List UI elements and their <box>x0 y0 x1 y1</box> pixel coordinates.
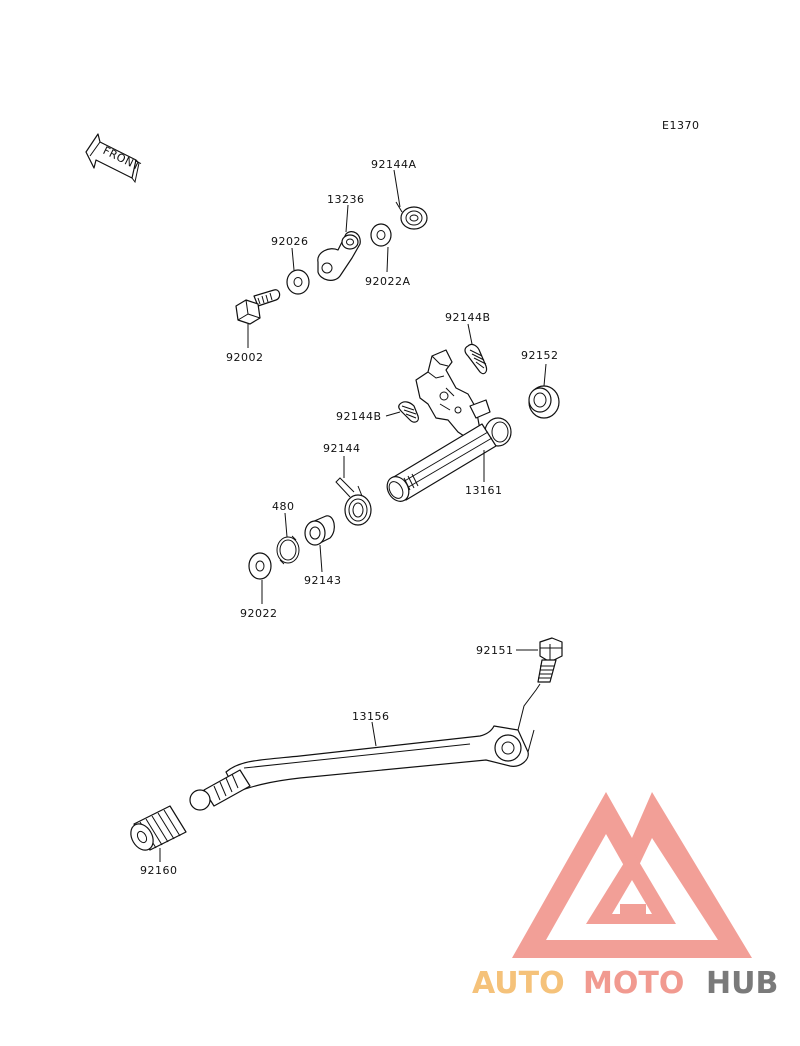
label-92002: 92002 <box>226 351 264 364</box>
label-92022A: 92022A <box>365 275 411 288</box>
washer-92022A-icon <box>370 223 392 247</box>
pedal-rubber-92160-icon <box>130 805 187 851</box>
watermark-hub: HUB <box>706 966 778 1001</box>
label-92152: 92152 <box>521 349 559 362</box>
shift-shaft-13161-icon <box>386 349 512 502</box>
label-92144B-top: 92144B <box>445 311 491 324</box>
bolt-92151-icon <box>537 637 563 683</box>
label-92022: 92022 <box>240 607 278 620</box>
label-480: 480 <box>272 500 295 513</box>
label-92143: 92143 <box>304 574 342 587</box>
return-spring-92144-icon <box>335 477 372 526</box>
spring-92144B-mid-icon <box>398 401 419 423</box>
stopper-arm-13236-icon <box>317 231 361 281</box>
bolt-92002-icon <box>235 289 281 325</box>
diagram-code: E1370 <box>662 119 699 132</box>
label-13236: 13236 <box>327 193 365 206</box>
label-13156: 13156 <box>352 710 390 723</box>
label-92144A: 92144A <box>371 158 417 171</box>
washer-92022-icon <box>248 552 272 580</box>
label-92026: 92026 <box>271 235 309 248</box>
circlip-480-icon <box>276 535 300 565</box>
watermark-moto: MOTO <box>583 966 684 1001</box>
label-92151: 92151 <box>476 644 514 657</box>
label-92144B-mid: 92144B <box>336 410 382 423</box>
label-92144: 92144 <box>323 442 361 455</box>
label-13161: 13161 <box>465 484 503 497</box>
oil-seal-92152-icon <box>528 385 560 419</box>
spring-92144A-icon <box>395 201 428 230</box>
spring-92144B-top-icon <box>464 343 488 375</box>
watermark-auto: AUTO <box>472 966 565 1001</box>
front-arrow-icon: FRONT <box>85 133 142 184</box>
label-92160: 92160 <box>140 864 178 877</box>
collar-92143-icon <box>304 515 335 546</box>
watermark-logo-icon <box>512 792 752 958</box>
collar-92026-icon <box>286 269 310 295</box>
watermark-text: AUTO MOTO HUB <box>472 966 778 1001</box>
shift-pedal-13156-icon <box>189 683 541 811</box>
